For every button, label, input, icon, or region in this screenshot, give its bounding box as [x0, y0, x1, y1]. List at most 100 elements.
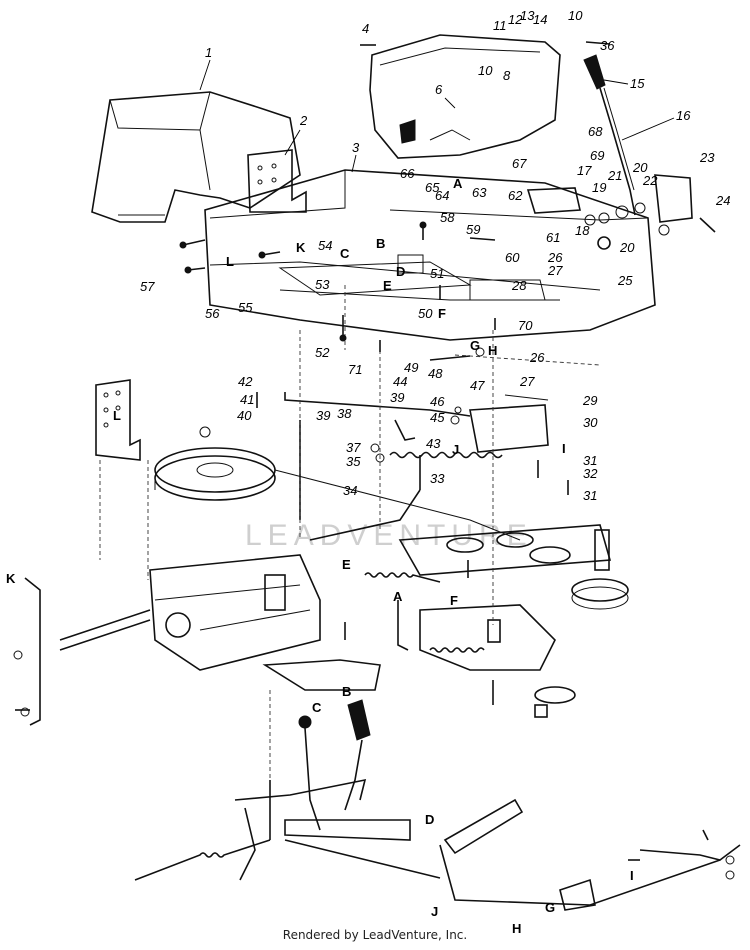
callout-15: 15: [630, 76, 645, 91]
callout-21: 21: [607, 168, 622, 183]
callout-45: 45: [430, 410, 445, 425]
callout-10-mid: 10: [478, 63, 493, 78]
callout-3: 3: [352, 140, 360, 155]
callout-10-top: 10: [568, 8, 583, 23]
pedal-assembly: [234, 659, 411, 881]
callout-27-top: 27: [547, 263, 563, 278]
callout-51: 51: [430, 266, 444, 281]
letter-d-bail: D: [425, 812, 434, 827]
callout-24: 24: [715, 193, 730, 208]
callout-46: 46: [430, 394, 445, 409]
callout-labels: 1 2 3 4 6 8 10 10 11 12 13 14 15 16 17 1…: [140, 8, 730, 503]
belt-guard-shield: [91, 91, 301, 223]
callout-28: 28: [511, 278, 527, 293]
letter-c-pedal: C: [312, 700, 322, 715]
link-rod-a: [397, 600, 409, 651]
callout-23: 23: [699, 150, 715, 165]
letter-h-top: H: [488, 343, 497, 358]
callout-61: 61: [546, 230, 560, 245]
callout-29: 29: [582, 393, 597, 408]
callout-12: 12: [508, 12, 523, 27]
letter-i-bail: I: [630, 868, 634, 883]
letter-l-bracket: L: [113, 408, 121, 423]
shift-lever: [583, 54, 636, 216]
callout-59: 59: [466, 222, 480, 237]
letter-g-bail: G: [545, 900, 555, 915]
callout-41: 41: [240, 392, 254, 407]
callout-33: 33: [430, 471, 445, 486]
callout-55: 55: [238, 300, 253, 315]
callout-58: 58: [440, 210, 455, 225]
callout-44: 44: [393, 374, 407, 389]
callout-22: 22: [642, 173, 658, 188]
letter-j-top: J: [452, 442, 459, 457]
callout-42: 42: [238, 374, 253, 389]
lever-hardware: [526, 187, 646, 250]
letter-l-frame: L: [226, 254, 234, 269]
callout-49: 49: [404, 360, 418, 375]
callout-43: 43: [426, 436, 441, 451]
letter-b-top: B: [376, 236, 385, 251]
watermark: LEADVENTURE: [245, 519, 533, 552]
idler-arm-pulleys: [398, 524, 629, 610]
callout-54: 54: [318, 238, 332, 253]
letter-f-top: F: [438, 306, 446, 321]
tension-spring: [389, 451, 503, 459]
lever-bracket: [654, 174, 716, 236]
callout-65: 65: [425, 180, 440, 195]
callout-2: 2: [299, 113, 308, 128]
callout-50: 50: [418, 306, 433, 321]
letter-a-top: A: [453, 176, 463, 191]
callout-39-right: 39: [390, 390, 404, 405]
clutch-plate: [419, 604, 576, 718]
letter-h-bail: H: [512, 921, 521, 936]
callout-26-low: 26: [529, 350, 545, 365]
callout-13: 13: [520, 8, 535, 23]
letter-i-top: I: [562, 441, 566, 456]
bail-handle: [439, 798, 741, 911]
letter-k-lever: K: [6, 571, 16, 586]
callout-35: 35: [346, 454, 361, 469]
letter-e-top: E: [383, 278, 392, 293]
footer-credit: Rendered by LeadVenture, Inc.: [282, 928, 468, 942]
callout-6: 6: [435, 82, 443, 97]
mounting-bracket: [247, 149, 307, 213]
fender-seat-pan: [369, 34, 561, 159]
letter-d-top: D: [396, 264, 405, 279]
callout-67: 67: [512, 156, 527, 171]
drive-pulley: [154, 447, 521, 541]
callout-20-low: 20: [619, 240, 635, 255]
callout-70: 70: [518, 318, 533, 333]
callout-63: 63: [472, 185, 487, 200]
callout-37: 37: [346, 440, 361, 455]
letter-j-rod: J: [431, 904, 438, 919]
callout-48: 48: [428, 366, 443, 381]
callout-4: 4: [362, 21, 369, 36]
letter-f-plate: F: [450, 593, 458, 608]
pulley-bracket-l: [95, 379, 141, 461]
callout-64: 64: [435, 188, 449, 203]
callout-31-top: 31: [583, 453, 597, 468]
callout-1: 1: [205, 45, 212, 60]
callout-19: 19: [592, 180, 606, 195]
alignment-lines: [99, 285, 601, 780]
callout-8: 8: [503, 68, 511, 83]
callout-71: 71: [348, 362, 362, 377]
callout-26-top: 26: [547, 250, 563, 265]
callout-32: 32: [583, 466, 598, 481]
callout-17: 17: [577, 163, 592, 178]
callout-68: 68: [588, 124, 603, 139]
letter-a-rod: A: [393, 589, 403, 604]
callout-69: 69: [590, 148, 604, 163]
callout-16: 16: [676, 108, 691, 123]
letter-b-pedal: B: [342, 684, 351, 699]
letter-e-spring: E: [342, 557, 351, 572]
idler-bracket: [469, 394, 549, 453]
brake-lever-k: [13, 577, 41, 726]
callout-39-left: 39: [316, 408, 330, 423]
center-plate: [278, 254, 546, 301]
callout-31-low: 31: [583, 488, 597, 503]
callout-52: 52: [315, 345, 330, 360]
callout-62: 62: [508, 188, 523, 203]
